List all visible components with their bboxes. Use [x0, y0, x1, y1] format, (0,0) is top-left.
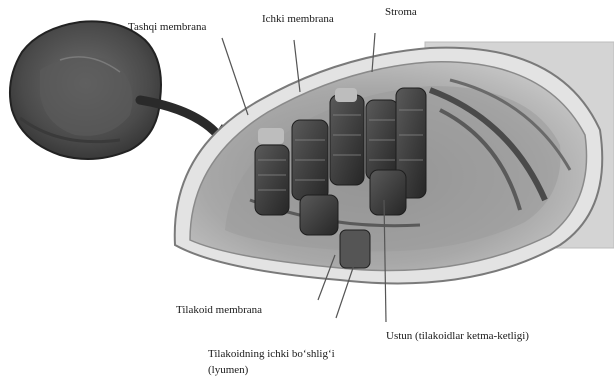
- chloroplast: [175, 48, 603, 284]
- label-inner-membrane: Ichki membrana: [262, 12, 334, 26]
- label-stroma: Stroma: [385, 5, 417, 19]
- label-thylakoid-membrane: Tilakoid membrana: [176, 303, 262, 317]
- plant-cell-icon: [10, 21, 161, 159]
- label-granum-column: Ustun (tilakoidlar ketma-ketligi): [386, 329, 529, 343]
- label-lumen-line1: Tilakoidning ichki bo‘shlig‘i: [208, 347, 335, 361]
- label-outer-membrane: Tashqi membrana: [128, 20, 206, 34]
- label-lumen-line2: (lyumen): [208, 363, 248, 377]
